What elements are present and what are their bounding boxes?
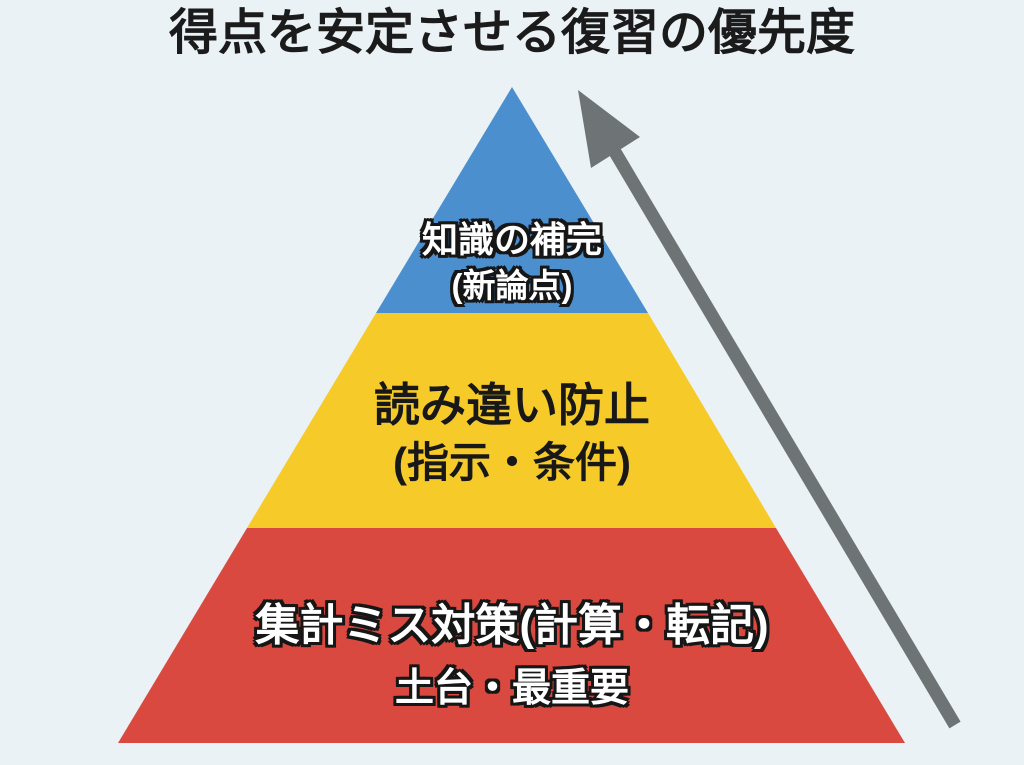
pyramid-label-middle: 読み違い防止 (指示・条件)	[0, 377, 1024, 491]
pyramid-level-top-shape	[376, 87, 648, 313]
pyramid-level-bottom-shape	[118, 528, 905, 743]
arrow-shaft	[609, 148, 961, 729]
pyramid-label-middle-line1: 読み違い防止	[374, 379, 650, 431]
diagram-title: 得点を安定させる復習の優先度	[168, 6, 855, 60]
pyramid-label-top-line1: 知識の補完	[421, 219, 602, 260]
pyramid-label-top-line2: (新論点)	[451, 267, 573, 304]
pyramid-level-middle-shape	[247, 313, 776, 528]
pyramid-label-top: 知識の補完 (新論点)	[0, 217, 1024, 309]
pyramid-label-bottom-line2: 土台・最重要	[394, 667, 629, 710]
pyramid-label-bottom-line1: 集計ミス対策(計算・転記)	[255, 601, 769, 650]
pyramid-label-bottom: 集計ミス対策(計算・転記) 土台・最重要	[0, 594, 1024, 720]
pyramid-label-middle-line2: (指示・条件)	[393, 439, 631, 486]
arrow-head-icon	[578, 90, 640, 168]
